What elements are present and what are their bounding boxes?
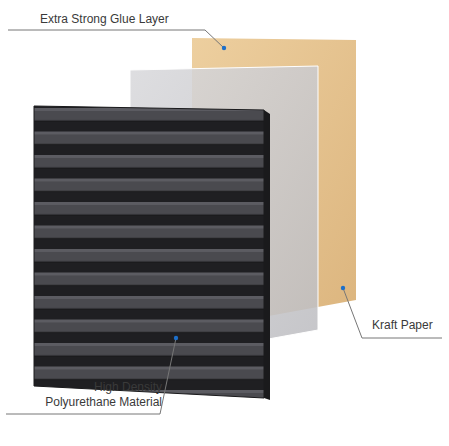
foam-panel [34, 106, 264, 398]
leader-line [8, 30, 224, 48]
foam-outline [34, 106, 264, 398]
part-label: Kraft Paper [372, 318, 444, 333]
foam-edge [264, 110, 270, 400]
leader-dot [174, 336, 178, 340]
leader-dot [341, 286, 345, 290]
leader-dot [222, 46, 226, 50]
leader-line [6, 338, 176, 414]
part-label: High Density Polyurethane Material [22, 380, 162, 410]
part-label: Extra Strong Glue Layer [40, 12, 240, 27]
